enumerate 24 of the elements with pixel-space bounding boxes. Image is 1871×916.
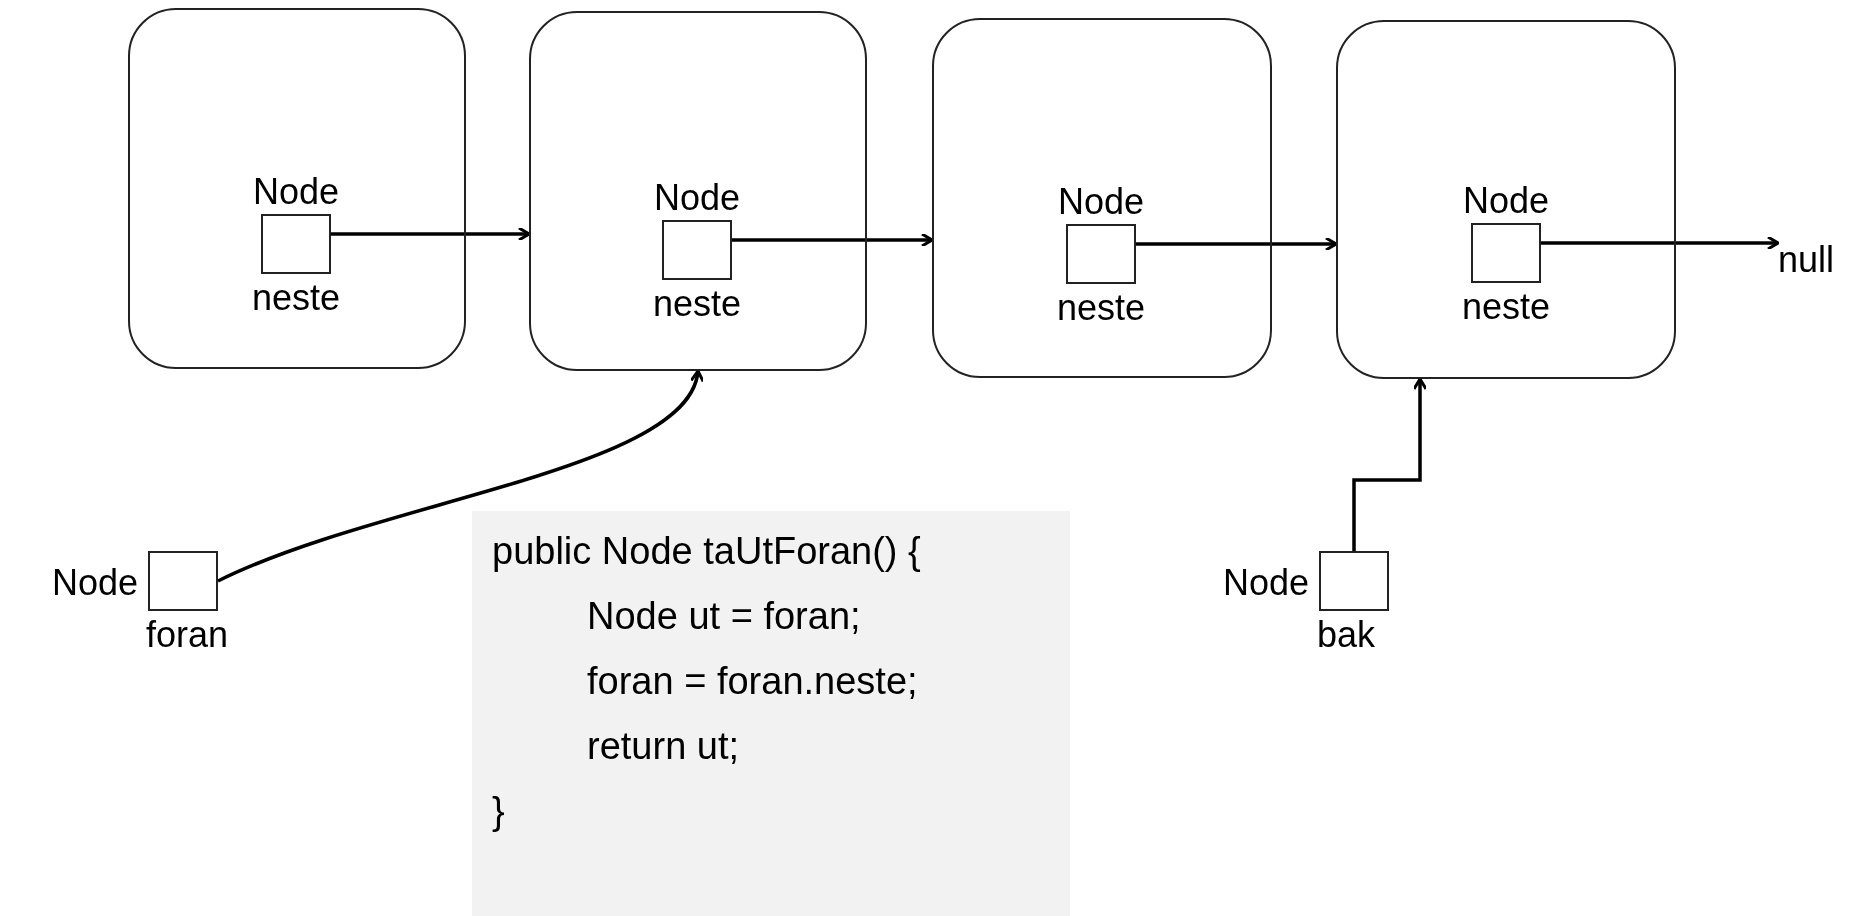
arrow <box>217 369 702 583</box>
type-label: Node <box>252 172 340 212</box>
node-box <box>1336 20 1676 379</box>
node-box <box>128 8 466 369</box>
variable-label: bak <box>1317 615 1376 655</box>
code-line: public Node taUtForan() { <box>492 531 921 573</box>
variable-label: neste <box>652 284 742 324</box>
null-label: null <box>1778 240 1835 280</box>
code-line: Node ut = foran; <box>587 596 861 638</box>
node-box <box>529 11 867 371</box>
node-box <box>932 18 1272 378</box>
code-line: foran = foran.neste; <box>587 661 918 703</box>
variable-label: neste <box>1461 287 1551 327</box>
type-label: Node <box>51 563 138 603</box>
type-label: Node <box>1462 181 1550 221</box>
code-line: } <box>492 791 505 833</box>
variable-label: neste <box>251 278 341 318</box>
type-label: Node <box>1222 563 1309 603</box>
variable-label: foran <box>146 615 229 655</box>
arrow <box>1352 377 1428 551</box>
type-label: Node <box>653 178 741 218</box>
code-line: return ut; <box>587 726 740 768</box>
variable-label: neste <box>1056 288 1146 328</box>
type-label: Node <box>1057 182 1145 222</box>
